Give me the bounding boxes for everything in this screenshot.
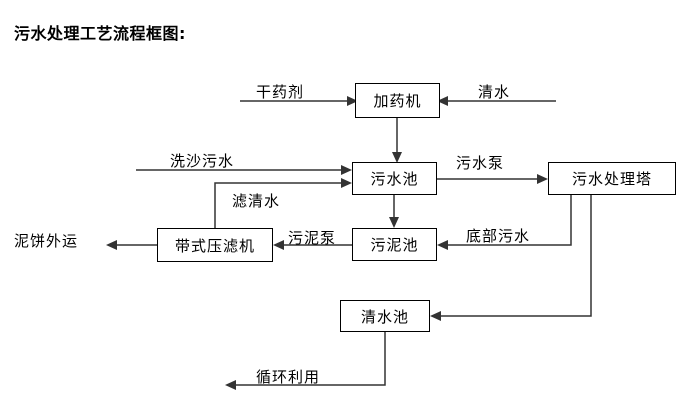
node-treatment-tower[interactable]: 污水处理塔 <box>548 162 676 195</box>
page-title: 污水处理工艺流程框图: <box>14 24 186 43</box>
label-dry-chemical: 干药剂 <box>256 83 305 101</box>
label-clean-water-input: 清水 <box>478 83 511 101</box>
node-dosing-machine[interactable]: 加药机 <box>355 83 440 118</box>
label-sludge-pump: 污泥泵 <box>288 229 337 247</box>
edge-treatment-tower-to-sludge-pool <box>437 195 572 250</box>
label-recycle-reuse: 循环利用 <box>256 368 321 386</box>
edge-wastewater-pool-to-treatment-tower <box>437 174 548 184</box>
edge-wastewater-pool-to-sludge-pool <box>389 194 399 228</box>
edge-dry-chemical-to-dosing-machine <box>240 96 358 106</box>
edge-clean-water-to-dosing-machine <box>437 96 556 106</box>
edge-treatment-tower-to-clean-water-pool <box>430 195 592 321</box>
edge-clean-water-pool-to-recycle-reuse <box>225 332 386 390</box>
edge-belt-filter-press-to-wastewater-pool <box>214 178 352 228</box>
edge-belt-filter-press-to-mud-cake-out <box>106 240 157 250</box>
label-filtered-clear-water: 滤清水 <box>232 192 281 210</box>
label-bottom-sewage: 底部污水 <box>466 227 531 245</box>
edge-sand-wash-sewage-to-wastewater-pool <box>136 165 352 175</box>
label-sand-wash-sewage: 洗沙污水 <box>170 152 235 170</box>
edge-sludge-pool-to-belt-filter-press <box>273 240 352 250</box>
label-sewage-pump: 污水泵 <box>456 154 505 172</box>
edge-dosing-machine-to-wastewater-pool <box>392 118 402 163</box>
node-clean-water-pool[interactable]: 清水池 <box>340 300 430 332</box>
label-mud-cake-out: 泥饼外运 <box>14 232 79 250</box>
node-wastewater-pool[interactable]: 污水池 <box>352 162 437 195</box>
node-sludge-pool[interactable]: 污泥池 <box>352 228 437 261</box>
node-belt-filter-press[interactable]: 带式压滤机 <box>157 228 273 262</box>
